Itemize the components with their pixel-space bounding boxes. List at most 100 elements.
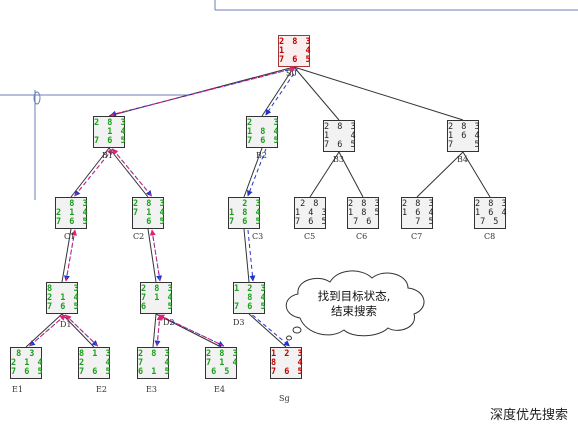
tree-edge-D2-E3: [152, 313, 157, 348]
puzzle-row: 7 1 4: [133, 208, 167, 218]
puzzle-row: 7 4: [138, 358, 172, 368]
puzzle-row: 8 3: [56, 199, 90, 209]
puzzle-row: 7 6 5: [47, 302, 81, 312]
node-label-e3: E3: [146, 385, 157, 394]
puzzle-row: 2 8 3: [133, 199, 167, 209]
puzzle-row: 7 6 5: [279, 55, 313, 65]
puzzle-row: 1 4: [279, 46, 313, 56]
puzzle-row: 7 5: [480, 217, 500, 227]
puzzle-row: 8 3: [47, 284, 81, 294]
slide-decoration: [0, 0, 578, 200]
puzzle-row: 2 1 4: [47, 293, 81, 303]
puzzle-row: 1 4: [94, 127, 128, 137]
node-label-e2: E2: [96, 385, 107, 394]
backtrack-arrow-E2-D1: [65, 314, 98, 347]
node-label-e1: E1: [12, 385, 23, 394]
cloud-shape: [285, 270, 425, 337]
puzzle-row: 7 1 4: [206, 358, 240, 368]
puzzle-row: 2 8 3: [206, 349, 240, 359]
puzzle-row: 7 6 5: [247, 136, 281, 146]
node-label-c6: C6: [356, 232, 368, 241]
puzzle-row: 7 6 5: [56, 217, 90, 227]
node-label-b4: B4: [457, 155, 468, 164]
cloud-line-2: 结束搜索: [331, 304, 377, 318]
puzzle-row: 7 6 5: [271, 367, 305, 377]
puzzle-row: 2 8 3: [324, 122, 358, 132]
puzzle-row: 2 8 3: [475, 199, 509, 209]
puzzle-row: 6 1 5: [138, 367, 172, 377]
thought-cloud: [285, 270, 425, 341]
puzzle-row: 6 5: [133, 217, 167, 227]
puzzle-row: 2 1 4: [11, 358, 45, 368]
node-label-c3: C3: [252, 232, 264, 241]
puzzle-row: 2 8 3: [348, 199, 382, 209]
puzzle-row: 6 5: [141, 302, 175, 312]
puzzle-row: 1 4: [324, 131, 358, 141]
tree-edge-S0-B4: [293, 66, 464, 121]
tree-edge-B2-C3: [243, 147, 263, 198]
puzzle-row: 7 6 5: [79, 367, 113, 377]
forward-arrow-S0-B2: [265, 67, 299, 116]
node-label-c1: C1: [64, 232, 76, 241]
node-label-d3: D3: [233, 318, 245, 327]
tree-edge-B1-C1: [70, 147, 110, 198]
forward-arrow-B2-C3: [247, 148, 267, 197]
puzzle-row: 7 6 5: [234, 302, 268, 312]
puzzle-row: 7 6: [353, 217, 373, 227]
puzzle-row: 8 4: [271, 358, 305, 368]
puzzle-row: 7 6 5: [94, 136, 128, 146]
node-label-d1: D1: [60, 320, 72, 329]
puzzle-row: 2 8 3: [94, 118, 128, 128]
puzzle-row: 1 6 4: [448, 131, 482, 141]
tree-edge-D1-E2: [61, 313, 95, 348]
backtrack-arrow-E4-D2: [158, 314, 225, 347]
puzzle-row: 2 8 3: [402, 199, 436, 209]
puzzle-row: 2 3: [229, 199, 263, 209]
puzzle-row: 1 8 4: [229, 208, 263, 218]
puzzle-row: 6 5: [211, 367, 231, 377]
puzzle-row: 1 2 3: [271, 349, 305, 359]
puzzle-row: 8 1 3: [79, 349, 113, 359]
tree-edge-B1-C2: [108, 147, 149, 198]
puzzle-row: 2 8: [300, 199, 320, 209]
forward-arrow-S0-B1: [110, 67, 296, 117]
backtrack-arrow-E1-D1: [29, 314, 66, 347]
cloud-line-1: 找到目标状态,: [317, 289, 391, 303]
node-label-c8: C8: [484, 232, 496, 241]
forward-arrow-D3-Sg: [252, 314, 290, 347]
tree-edge-S0-B3: [293, 66, 340, 121]
puzzle-row: 1 8 5: [348, 208, 382, 218]
backtrack-arrow-D2-C2: [149, 229, 161, 282]
backtrack-arrow-B1-S0: [110, 66, 297, 116]
